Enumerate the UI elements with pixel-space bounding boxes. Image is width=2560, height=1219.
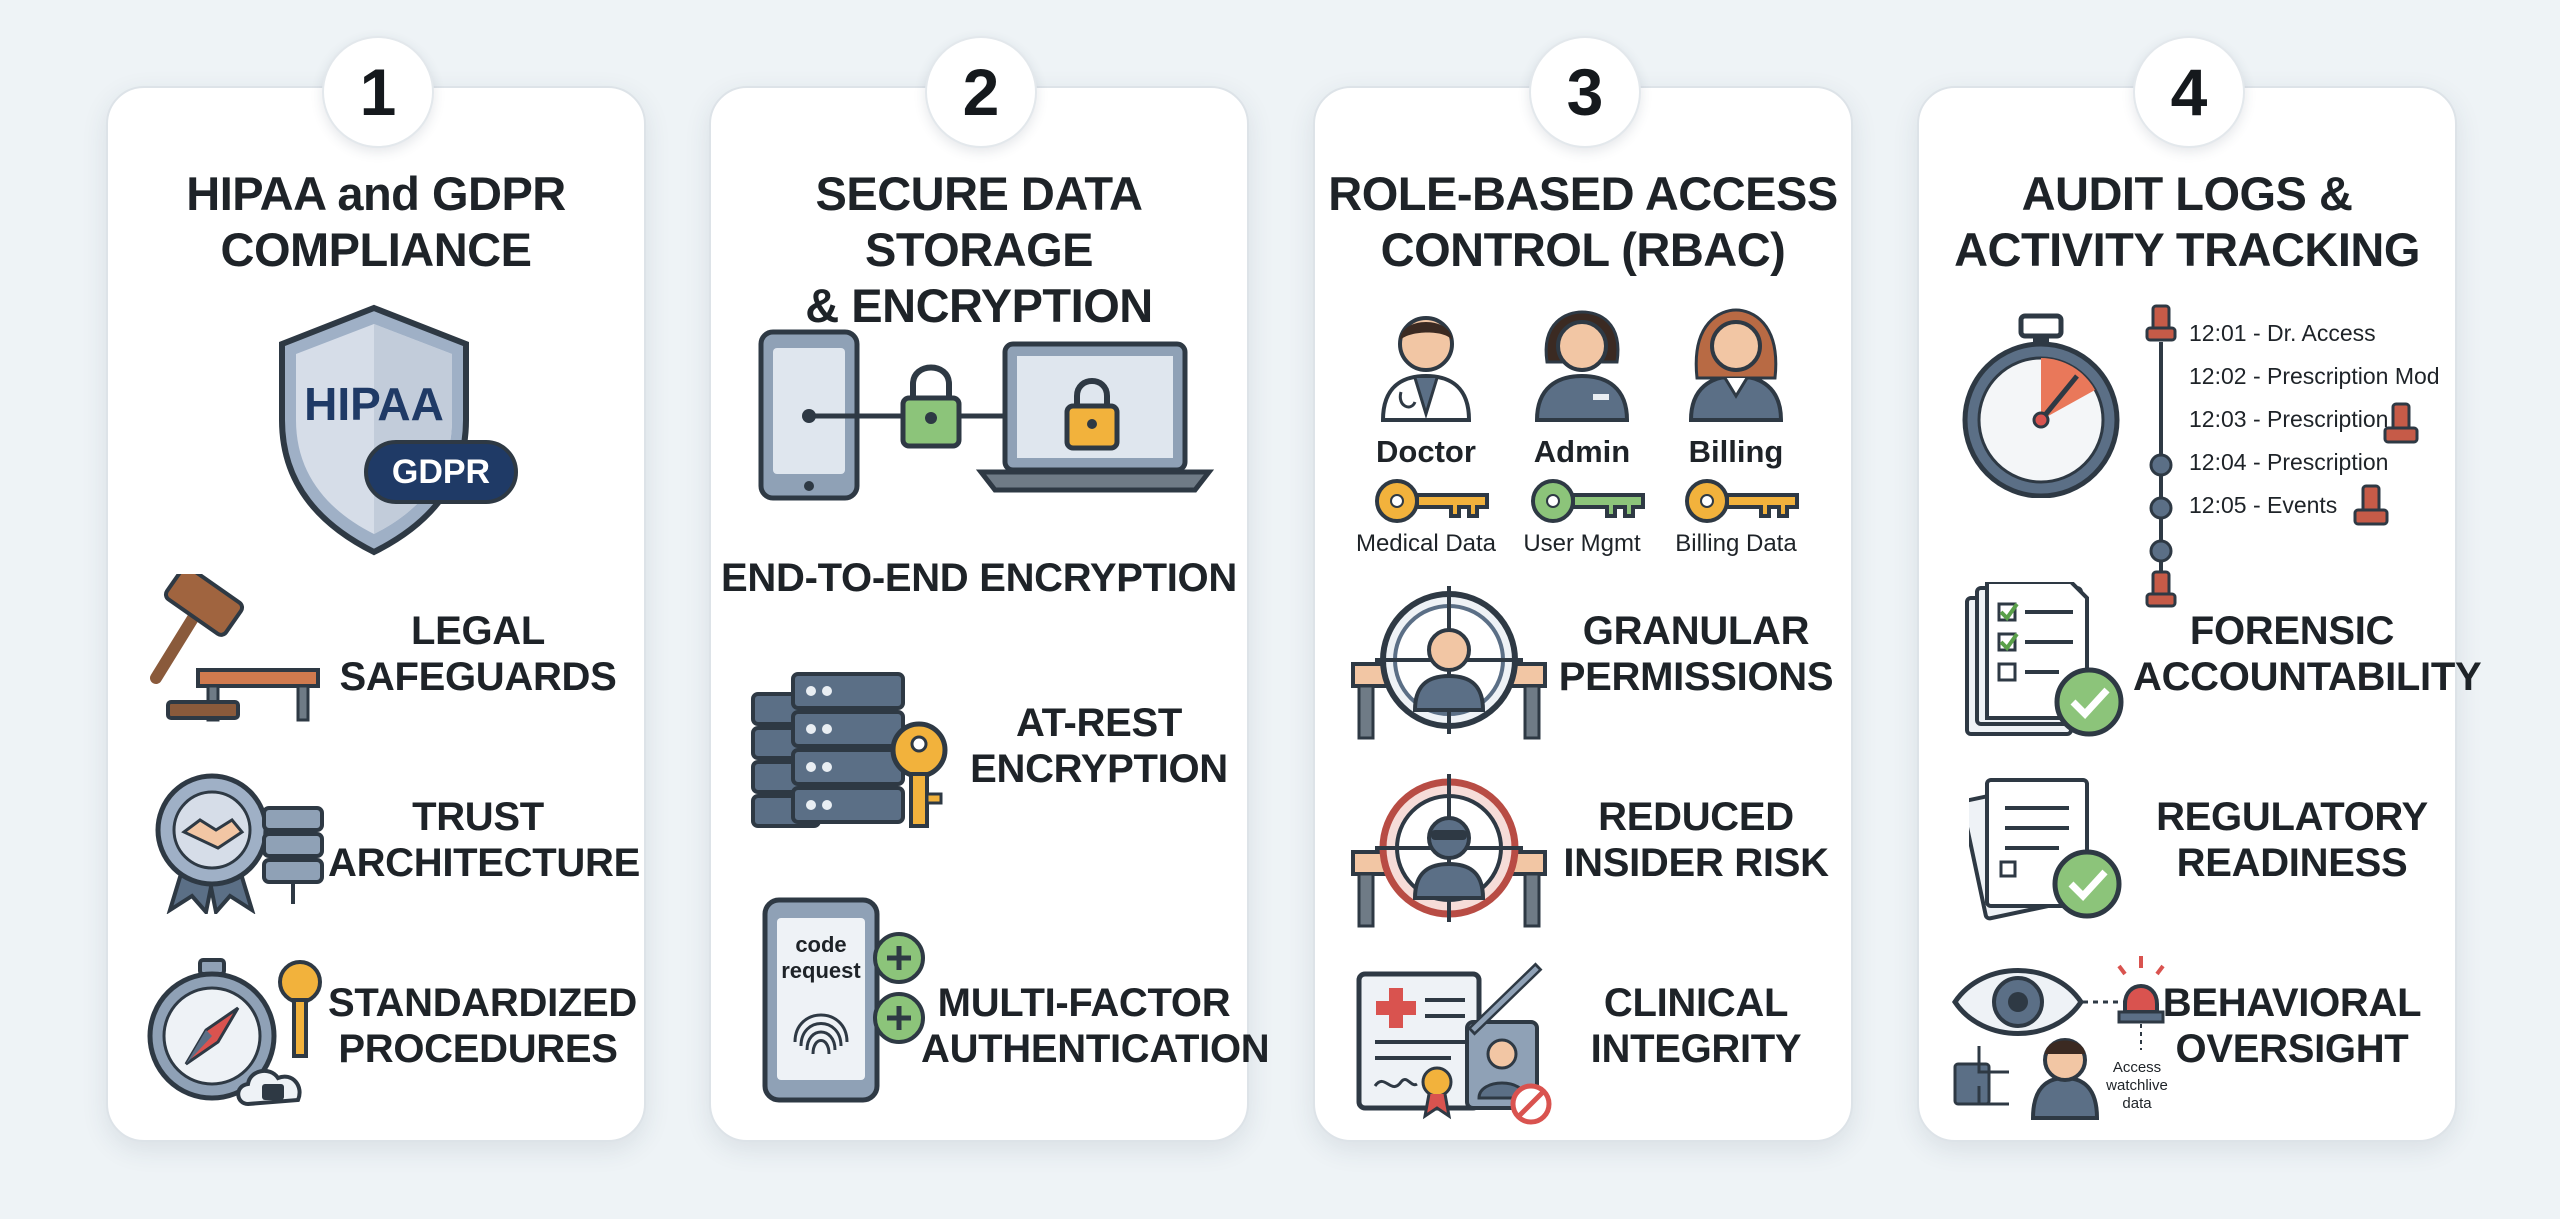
svg-text:request: request xyxy=(781,958,861,983)
admin-key-icon xyxy=(1531,479,1645,523)
card-title: HIPAA and GDPR COMPLIANCE xyxy=(186,167,566,276)
card-audit-logs: 4 AUDIT LOGS & ACTIVITY TRACKING 12:01 -… xyxy=(1917,36,2482,1142)
role-billing-label: Billing xyxy=(1688,434,1784,469)
admin-avatar-icon xyxy=(1534,310,1630,422)
log-entry: 12:01 - Dr. Access xyxy=(2189,320,2376,346)
role-admin-permission: User Mgmt xyxy=(1523,530,1641,557)
billing-avatar-icon xyxy=(1688,308,1784,422)
shield-text: HIPAA xyxy=(304,378,444,430)
reduced-insider-risk-label: REDUCED INSIDER RISK xyxy=(1563,795,1829,885)
step-number-badge: 1 xyxy=(322,36,434,148)
role-doctor-label: Doctor xyxy=(1376,434,1476,469)
role-billing-permission: Billing Data xyxy=(1675,530,1797,557)
gavel-icon xyxy=(150,574,320,722)
checklist-icon xyxy=(1965,582,2124,737)
documents-check-icon xyxy=(1969,778,2122,921)
card-rbac: 3 ROLE-BASED ACCESS CONTROL (RBAC) Docto… xyxy=(1313,36,1853,1142)
multi-factor-authentication-label: MULTI-FACTOR AUTHENTICATION xyxy=(921,981,1270,1071)
phone-fingerprint-icon: code request xyxy=(762,897,925,1103)
svg-text:watchlive: watchlive xyxy=(2105,1077,2168,1094)
step-number-badge: 3 xyxy=(1529,36,1641,148)
step-number-badge: 2 xyxy=(925,36,1037,148)
step-number-badge: 4 xyxy=(2133,36,2245,148)
log-entry: 12:05 - Events xyxy=(2189,492,2338,518)
medical-record-icon xyxy=(1356,962,1552,1125)
device-encryption-icon xyxy=(758,329,1215,501)
card-title: ROLE-BASED ACCESS CONTROL (RBAC) xyxy=(1328,167,1838,276)
target-user-icon xyxy=(1351,586,1547,740)
at-rest-encryption-label: AT-REST ENCRYPTION xyxy=(970,701,1228,791)
target-insider-icon xyxy=(1351,774,1547,928)
standardized-procedures-label: STANDARDIZED PROCEDURES xyxy=(328,981,637,1071)
behavioral-oversight-label: BEHAVIORAL OVERSIGHT xyxy=(2162,981,2422,1071)
clinical-integrity-label: CLINICAL INTEGRITY xyxy=(1590,981,1802,1071)
svg-text:code: code xyxy=(795,932,846,957)
legal-safeguards-label: LEGAL SAFEGUARDS xyxy=(339,609,617,699)
card-compliance: 1 HIPAA and GDPR COMPLIANCE HIPAA GDPR L… xyxy=(106,36,646,1142)
card-title: AUDIT LOGS & ACTIVITY TRACKING xyxy=(1954,167,2420,276)
stamp-icon xyxy=(2353,484,2389,526)
trust-architecture-label: TRUST ARCHITECTURE xyxy=(328,795,640,885)
doctor-key-icon xyxy=(1375,479,1489,523)
card-secure-storage: 2 SECURE DATA STORAGE & ENCRYPTION END-T… xyxy=(709,36,1270,1142)
log-entry: 12:03 - Prescription xyxy=(2189,406,2389,432)
eye-monitor-icon: Access watchlive data xyxy=(1951,956,2168,1120)
end-to-end-encryption-label: END-TO-END ENCRYPTION xyxy=(721,556,1237,600)
shield-icon: HIPAA GDPR xyxy=(279,304,518,556)
gdpr-badge-text: GDPR xyxy=(392,453,490,491)
billing-key-icon xyxy=(1685,479,1799,523)
doctor-avatar-icon xyxy=(1380,316,1472,422)
compass-key-icon xyxy=(147,958,322,1107)
regulatory-readiness-label: REGULATORY READINESS xyxy=(2156,795,2428,885)
role-doctor-permission: Medical Data xyxy=(1355,530,1497,557)
handshake-seal-icon xyxy=(155,773,324,914)
log-entry: 12:04 - Prescription xyxy=(2189,449,2389,475)
log-entry: 12:02 - Prescription Mod xyxy=(2189,363,2440,389)
card-title: SECURE DATA STORAGE & ENCRYPTION xyxy=(805,167,1153,332)
stopwatch-icon xyxy=(1962,313,2120,498)
stamp-icon xyxy=(2383,402,2419,444)
role-admin-label: Admin xyxy=(1533,434,1631,469)
granular-permissions-label: GRANULAR PERMISSIONS xyxy=(1558,609,1834,699)
timeline-icon xyxy=(2145,304,2177,608)
svg-text:data: data xyxy=(2122,1095,2152,1112)
server-key-icon xyxy=(751,672,948,828)
forensic-accountability-label: FORENSIC ACCOUNTABILITY xyxy=(2133,609,2482,699)
svg-text:Access: Access xyxy=(2113,1059,2161,1076)
